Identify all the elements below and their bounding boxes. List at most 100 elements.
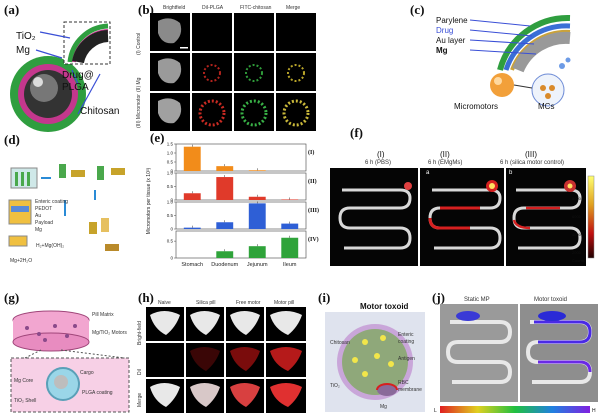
chart-e-bar-1-duodenum (216, 166, 234, 171)
chart-e-ytick-label: 0.5 (167, 184, 174, 189)
panel-a-drug-label: Drug@ (62, 70, 94, 81)
panel-g-pill-matrix-label: Pill Matrix (92, 312, 114, 318)
panel-c-layer-drug: Drug (436, 26, 454, 35)
panel-c-mcs-label: MCs (538, 102, 555, 111)
panel-f-colorbar-tick-3: 4000 (572, 232, 581, 237)
panel-b-row-label-2: (II) Mg (136, 77, 142, 92)
panel-i-antigen-label: Antigen (398, 356, 415, 362)
panel-f-colorbar-tick-4: 2000 (572, 250, 581, 255)
chart-e-series-label-1: (I) (308, 149, 314, 156)
panel-f-group2-caption: 6 h (EMgMs) (428, 160, 463, 166)
panel-h-col-header-3: Free motor (236, 300, 261, 306)
panel-d-legend-1: Enteric coating (35, 199, 69, 205)
panel-a-chitosan-label: Chitosan (80, 106, 120, 117)
panel-f-tag-a: a (426, 170, 430, 176)
panel-i-letter: (i) (318, 290, 331, 305)
panel-f-group2-roman: (II) (440, 150, 450, 159)
panel-a-illustration (10, 21, 111, 132)
chart-e-ytick-label: 1.0 (167, 171, 174, 176)
chart-e-bar-3-stomach (183, 227, 201, 229)
chart-e-ytick-label: 0 (170, 227, 173, 232)
chart-e-ytick-label: 0 (170, 169, 173, 174)
panel-b-col-header-3: FITC-chitosan (240, 5, 272, 11)
chart-e-bar-4-jejunum (248, 246, 266, 258)
panel-a-mg-label: Mg (16, 45, 30, 56)
chart-e-ytick-label: 0.5 (167, 213, 174, 218)
panel-h-col-header-2: Silica pill (196, 300, 216, 306)
panel-d-eq1: H₂+Mg(OH)₂ (36, 243, 65, 249)
panel-e-letter: (e) (150, 130, 165, 145)
panel-a-plga-label: PLGA (62, 82, 89, 93)
chart-e-series-label-3: (III) (308, 207, 319, 214)
panel-i-title: Motor toxoid (360, 302, 409, 311)
panel-b-col-header-2: DiI-PLGA (202, 5, 224, 11)
chart-e-ytick-label: 0.5 (167, 239, 174, 244)
panel-a-tio2-label: TiO₂ (16, 31, 36, 42)
panel-i-enteric-label: Enteric (398, 332, 414, 338)
panel-i-tio2-label: TiO₂ (330, 383, 340, 389)
panel-g-letter: (g) (4, 290, 20, 305)
chart-e-ytick-label: 0 (170, 256, 173, 261)
panel-g-mg-core-label: Mg Core (14, 378, 34, 384)
chart-e-ytick-label: 1.0 (167, 200, 174, 205)
panel-f-tag-b: b (509, 170, 513, 176)
chart-e-bar-2-stomach (183, 193, 201, 200)
panel-d-eq2: Mg+2H₂O (10, 258, 33, 264)
panel-a-letter: (a) (4, 2, 20, 17)
chart-e-bar-1-jejunum (248, 170, 266, 171)
chart-e-ylabel: Micromotors per tissue (x 10³) (146, 167, 152, 234)
panel-b-row-label-1: (I) Control (136, 32, 142, 55)
panel-b-micrograph-grid (150, 13, 316, 131)
chart-e-ytick-label: 1.0 (167, 151, 174, 156)
panel-j-fluorescence-images (440, 304, 598, 413)
chart-e-category-label-duodenum: Duodenum (211, 262, 238, 268)
panel-b-col-header-1: Brightfield (163, 5, 186, 11)
panel-c-letter: (c) (410, 2, 425, 17)
chart-e-category-label-stomach: Stomach (181, 262, 203, 268)
panel-h-micrograph-grid (146, 307, 306, 413)
panel-d-legend-4: Payload (35, 220, 54, 226)
chart-e-bar-4-duodenum (216, 251, 234, 258)
panel-f-fluorescence-images (330, 168, 595, 266)
panel-g-motors-label: Mg/TiO₂ Motors (92, 330, 127, 336)
panel-b-row-label-3: (III) Micromotor (136, 94, 142, 128)
panel-i-mg-label: Mg (380, 404, 387, 410)
chart-e-bar-1-stomach (183, 146, 201, 171)
chart-e-ytick-label: 0 (170, 198, 173, 203)
panel-g-plga-label: PLGA coating (82, 390, 113, 396)
chart-e-ytick-label: 1.5 (167, 142, 174, 147)
panel-b-col-header-4: Merge (286, 5, 301, 11)
panel-f-group3-caption: 6 h (silica motor control) (500, 160, 565, 166)
panel-h-row-label-2: Dil (137, 369, 143, 375)
panel-g-cargo-label: Cargo (80, 370, 94, 376)
panel-j-col-header-1: Static MP (464, 297, 490, 303)
chart-e-bar-2-jejunum (248, 196, 266, 200)
panel-h-row-label-1: Bright-field (137, 321, 143, 345)
panel-d-legend-5: Mg (35, 227, 42, 233)
panel-d-illustration (8, 164, 125, 251)
panel-j-bar-low: L (434, 408, 437, 414)
panel-c-layer-au: Au layer (436, 36, 466, 45)
panel-i-rbc-label: RBC (398, 380, 409, 386)
panel-j-col-header-2: Motor toxoid (534, 297, 568, 303)
panel-h-col-header-1: Naive (158, 300, 171, 306)
panel-i-chitosan-label: Chitosan (330, 340, 350, 346)
chart-e-category-label-jejunum: Jejunum (247, 262, 268, 268)
panel-f-colorbar-tick-2: 6000 (572, 214, 581, 219)
panel-d-legend-3: Au (35, 213, 42, 219)
panel-c-illustration (469, 14, 571, 107)
panel-c-micromotors-label: Micromotors (454, 102, 499, 111)
panel-j-letter: (j) (432, 290, 445, 305)
chart-e-bar-3-jejunum (248, 203, 266, 229)
panel-f-colorbar-unit: Counts (572, 258, 585, 263)
chart-e-series-label-4: (IV) (308, 236, 319, 243)
panel-f-group3-roman: (III) (525, 150, 537, 159)
chart-e-category-label-ileum: Ileum (283, 262, 297, 268)
panel-c-layer-mg: Mg (436, 46, 448, 55)
panel-h-letter: (h) (138, 290, 154, 305)
panel-e-bar-chart: 0 0.5 1.0 1.5 (I) 0 0.5 1.0 (II) 0 0.5 1.0 (III) 0 0.5… (146, 142, 319, 268)
chart-e-ytick-label: 0.5 (167, 160, 174, 165)
panel-i-illustration (325, 312, 425, 412)
chart-e-series-label-2: (II) (308, 178, 317, 185)
panel-f-letter: (f) (350, 125, 363, 140)
